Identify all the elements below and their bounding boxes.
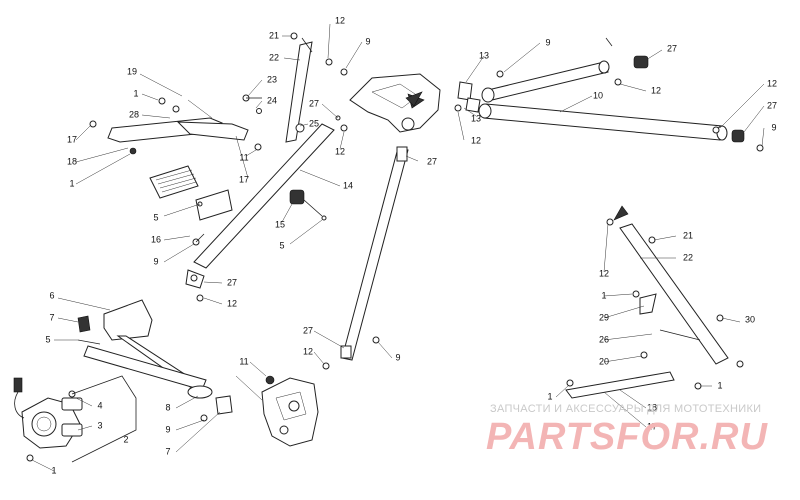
callout-1f: 1	[51, 465, 56, 475]
callout-12e: 12	[471, 135, 481, 145]
callout-27f: 27	[303, 325, 313, 335]
upper-bracket-assembly	[89, 97, 249, 155]
callout-22b: 22	[683, 252, 693, 262]
callout-6: 6	[49, 290, 54, 300]
callout-27b: 27	[427, 156, 437, 166]
callout-5a: 5	[153, 212, 158, 222]
callout-22a: 22	[269, 52, 279, 62]
callout-5b: 5	[279, 240, 284, 250]
callout-21b: 21	[683, 230, 693, 240]
callout-16: 16	[151, 234, 161, 244]
callout-9e: 9	[395, 352, 400, 362]
callout-18a: 18	[67, 156, 77, 166]
callout-10: 10	[593, 90, 603, 100]
upper-center-hardware	[242, 32, 348, 151]
callout-13b: 13	[471, 113, 481, 123]
callout-4: 4	[97, 400, 102, 410]
right-lower-bar-22	[565, 218, 744, 399]
callout-12h: 12	[303, 346, 313, 356]
callout-1c: 1	[601, 290, 606, 300]
callout-21a: 21	[269, 30, 279, 40]
upper-right-tubes	[454, 37, 764, 152]
callout-27a: 27	[309, 98, 319, 108]
callout-1d: 1	[717, 380, 722, 390]
callout-26: 26	[599, 334, 609, 344]
callout-15: 15	[275, 219, 285, 229]
callout-30: 30	[745, 314, 755, 324]
callout-1e: 1	[547, 391, 552, 401]
watermark-caption: ЗАПЧАСТИ И АКСЕССУАРЫ ДЛЯ МОТОТЕХНИКИ	[490, 403, 762, 415]
callout-27c: 27	[227, 277, 237, 287]
tie-rod-14	[185, 123, 335, 302]
callout-9d: 9	[771, 122, 776, 132]
callout-7a: 7	[49, 312, 54, 322]
callout-25: 25	[309, 118, 319, 128]
callout-7b: 7	[165, 446, 170, 456]
callout-9c: 9	[545, 37, 550, 47]
callout-3: 3	[97, 420, 102, 430]
actuator-motor	[13, 375, 137, 463]
callout-23: 23	[267, 74, 277, 84]
lower-linkage	[77, 299, 233, 422]
callout-1a: 1	[133, 88, 138, 98]
callout-labels: 21 12 22 9 19 23 24 1 28 25 27 17 18 1 1…	[45, 15, 777, 475]
callout-20: 20	[599, 356, 609, 366]
callout-14: 14	[343, 180, 353, 190]
callout-27e: 27	[767, 100, 777, 110]
callout-17a: 17	[67, 134, 77, 144]
callout-12f: 12	[767, 78, 777, 88]
chassis-fragment-top	[335, 73, 441, 133]
callout-1b: 1	[69, 178, 74, 188]
callout-11a: 11	[239, 152, 248, 162]
callout-8: 8	[165, 402, 170, 412]
callout-27d: 27	[667, 43, 677, 53]
leader-lines	[31, 23, 765, 472]
callout-12c: 12	[227, 298, 237, 308]
callout-24: 24	[267, 95, 277, 105]
callout-17c: 17	[647, 421, 657, 431]
callout-18b: 18	[647, 402, 657, 412]
callout-13a: 13	[479, 50, 489, 60]
watermark-logo: PARTSFOR.RU	[486, 416, 768, 458]
callout-5c: 5	[45, 334, 50, 344]
front-arrow-icon-right	[613, 205, 629, 221]
callout-12a: 12	[335, 15, 345, 25]
callout-12g: 12	[599, 268, 609, 278]
callout-12d: 12	[651, 85, 661, 95]
callout-9a: 9	[365, 36, 370, 46]
vertical-support-bar	[322, 146, 409, 370]
callout-19: 19	[127, 66, 137, 76]
callout-29: 29	[599, 312, 609, 322]
callout-28: 28	[129, 109, 139, 119]
callout-9f: 9	[165, 424, 170, 434]
part-15-cylinder	[289, 189, 327, 221]
callout-2: 2	[123, 434, 128, 444]
callout-11b: 11	[239, 356, 248, 366]
front-arrow-icon	[405, 91, 423, 107]
frame-casting-lower	[235, 375, 319, 447]
callout-12b: 12	[335, 146, 345, 156]
control-module-16	[149, 165, 233, 246]
callout-9b: 9	[153, 256, 158, 266]
callout-17b: 17	[239, 174, 249, 184]
